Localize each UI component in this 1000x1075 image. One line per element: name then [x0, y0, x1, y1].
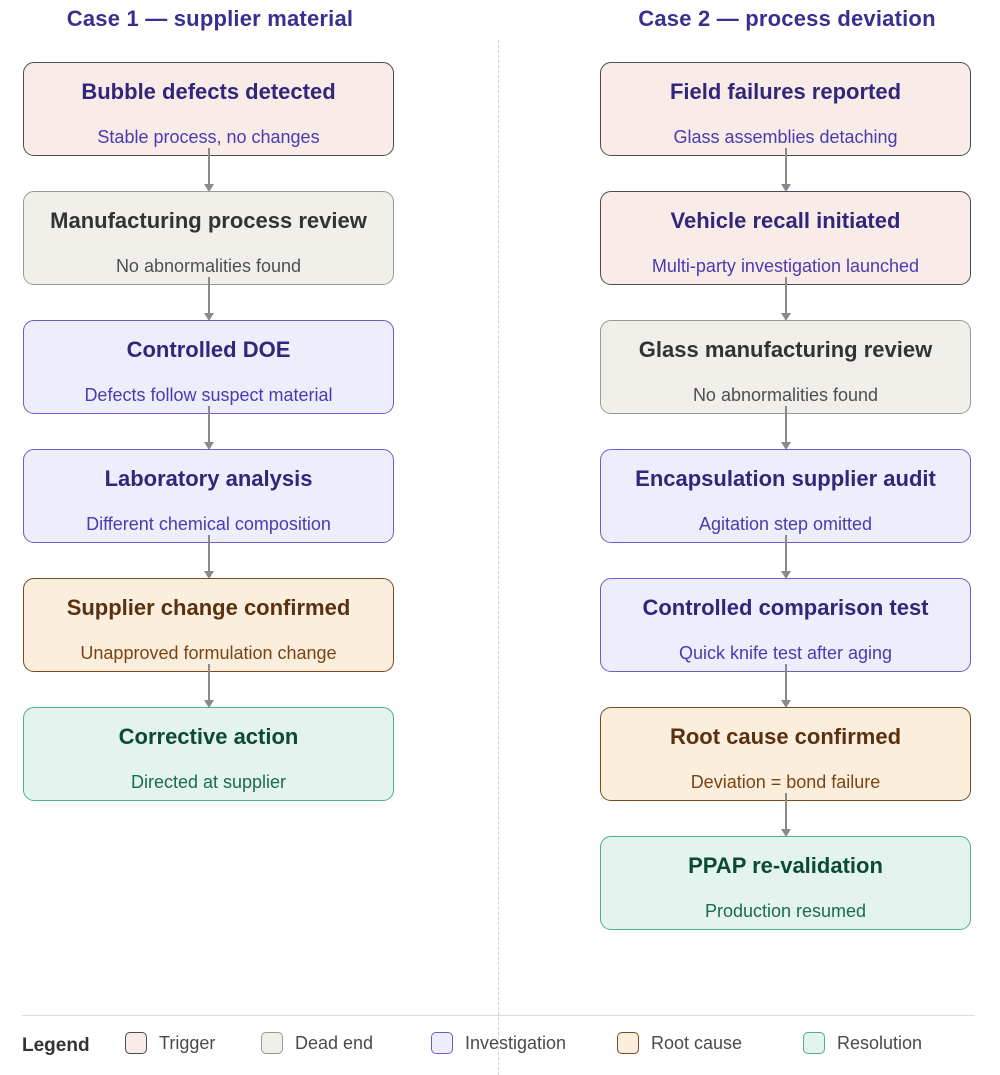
- case1-node-3: Controlled DOE Defects follow suspect mat…: [23, 320, 394, 414]
- case1-title: Case 1 — supplier material: [66, 6, 354, 31]
- column-divider: [498, 40, 499, 1075]
- arrowhead-icon: [203, 700, 214, 708]
- legend-label: Investigation: [465, 1033, 567, 1053]
- legend-title: Legend: [22, 1035, 90, 1056]
- legend-label: Trigger: [159, 1033, 216, 1053]
- node-title: Supplier change confirmed: [66, 595, 351, 620]
- node-title: Controlled comparison test: [642, 595, 929, 620]
- node-subtitle: Unapproved formulation change: [80, 643, 337, 663]
- node-subtitle: Glass assemblies detaching: [673, 127, 898, 147]
- legend-swatch: [617, 1032, 639, 1054]
- arrowhead-icon: [203, 571, 214, 579]
- legend-label: Root cause: [651, 1033, 743, 1053]
- arrowhead-icon: [203, 184, 214, 192]
- flow-connector: [207, 664, 210, 701]
- flow-connector: [784, 406, 787, 443]
- node-title: Field failures reported: [669, 79, 902, 104]
- node-subtitle: No abnormalities found: [115, 256, 302, 276]
- node-title: Vehicle recall initiated: [670, 208, 901, 233]
- flow-connector: [784, 793, 787, 830]
- node-title: Encapsulation supplier audit: [635, 466, 936, 491]
- arrowhead-icon: [780, 829, 791, 837]
- flow-connector: [784, 664, 787, 701]
- legend-swatch: [431, 1032, 453, 1054]
- arrowhead-icon: [780, 313, 791, 321]
- arrowhead-icon: [780, 571, 791, 579]
- node-title: Glass manufacturing review: [638, 337, 933, 362]
- node-subtitle: Multi-party investigation launched: [651, 256, 920, 276]
- flow-connector: [207, 406, 210, 443]
- arrowhead-icon: [780, 700, 791, 708]
- node-title: Controlled DOE: [126, 337, 291, 362]
- node-subtitle: Quick knife test after aging: [678, 643, 893, 663]
- arrowhead-icon: [780, 442, 791, 450]
- case2-title: Case 2 — process deviation: [638, 6, 936, 31]
- arrowhead-icon: [203, 313, 214, 321]
- node-subtitle: Production resumed: [704, 901, 867, 921]
- node-subtitle: Deviation = bond failure: [690, 772, 881, 792]
- node-title: Manufacturing process review: [50, 208, 367, 233]
- arrowhead-icon: [780, 184, 791, 192]
- legend-divider: [22, 1015, 975, 1016]
- node-title: Root cause confirmed: [669, 724, 902, 749]
- flow-connector: [784, 148, 787, 185]
- flow-connector: [207, 277, 210, 314]
- node-subtitle: Directed at supplier: [130, 772, 287, 792]
- legend-label: Resolution: [837, 1033, 923, 1053]
- node-title: PPAP re-validation: [688, 853, 883, 878]
- node-subtitle: Different chemical composition: [86, 514, 331, 534]
- flow-connector: [784, 535, 787, 572]
- node-subtitle: Defects follow suspect material: [84, 385, 333, 405]
- case1-node-2: Manufacturing process review No abnormali…: [23, 191, 394, 285]
- flow-connector: [784, 277, 787, 314]
- node-subtitle: Agitation step omitted: [698, 514, 873, 534]
- arrowhead-icon: [203, 442, 214, 450]
- node-title: Bubble defects detected: [81, 79, 336, 104]
- node-title: Laboratory analysis: [104, 466, 313, 491]
- legend-label: Dead end: [295, 1033, 374, 1053]
- node-title: Corrective action: [118, 724, 299, 749]
- legend-swatch: [803, 1032, 825, 1054]
- legend-swatch: [261, 1032, 283, 1054]
- flow-connector: [207, 535, 210, 572]
- case2-node-3: Glass manufacturing review No abnormaliti…: [600, 320, 971, 414]
- node-subtitle: Stable process, no changes: [97, 127, 320, 147]
- flow-connector: [207, 148, 210, 185]
- node-subtitle: No abnormalities found: [692, 385, 879, 405]
- legend-swatch: [125, 1032, 147, 1054]
